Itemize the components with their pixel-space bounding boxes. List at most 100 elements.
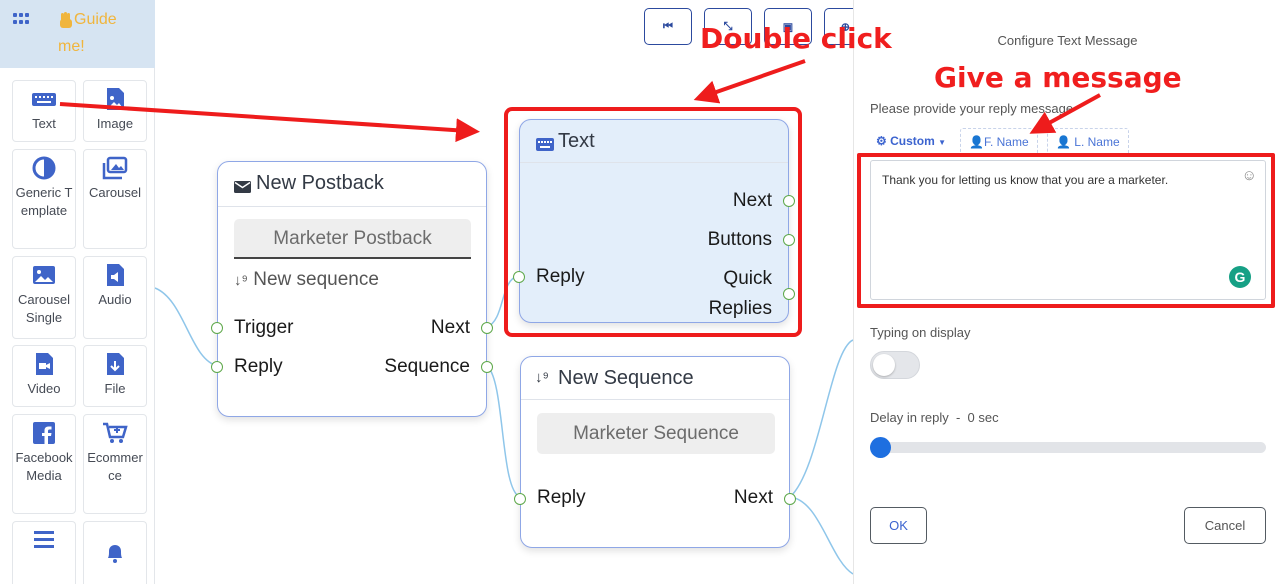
double-click-annotation: Double click [700, 22, 892, 55]
reply-port-label: Reply [537, 487, 586, 508]
toolbar-button-save[interactable]: ▣ [764, 8, 812, 45]
reply-message-text: Thank you for letting us know that you a… [882, 173, 1169, 187]
ok-button[interactable]: OK [870, 507, 927, 544]
panel-title: Configure Text Message [997, 33, 1138, 48]
give-message-annotation: Give a message [934, 61, 1182, 94]
guide-me-link-line2[interactable]: me! [58, 38, 85, 55]
palette-tile-audio[interactable]: Audio [83, 256, 147, 339]
palette-tile-carousel-single[interactable]: Carousel Single [12, 256, 76, 339]
first-name-tag-button[interactable]: 👤F. Name [960, 128, 1038, 156]
buttons-port-label: Buttons [707, 229, 772, 250]
trigger-port-label: Trigger [234, 317, 294, 338]
new-sequence-text: New sequence [253, 269, 379, 290]
guide-me-link[interactable]: Guide [74, 11, 117, 28]
element-palette: Guide me! Text Image Generic Template Ca… [0, 0, 155, 584]
next-output-port[interactable] [783, 195, 795, 207]
postback-name-field[interactable]: Marketer Postback [234, 219, 471, 259]
keyboard-icon [536, 138, 554, 151]
text-node-highlight [504, 107, 802, 337]
postback-node-title: New Postback [256, 172, 384, 194]
image-icon [107, 88, 124, 110]
sequence-name-field[interactable]: Marketer Sequence [537, 413, 775, 454]
toolbar-button-shrink[interactable]: ⤡ [704, 8, 752, 45]
gallery-icon [102, 156, 128, 180]
reply-input-port[interactable] [514, 493, 526, 505]
quick-replies-label-line2: Replies [708, 298, 772, 319]
palette-tile-label: Image [96, 116, 134, 131]
trigger-input-port[interactable] [211, 322, 223, 334]
quick-replies-label-line1: Quick [723, 268, 772, 289]
download-file-icon [107, 353, 124, 375]
sort-icon: ↓⁹ [234, 272, 248, 289]
delay-slider-thumb[interactable] [870, 437, 891, 458]
typing-on-display-label: Typing on display [870, 325, 971, 340]
palette-tile-text[interactable]: Text [12, 80, 76, 142]
palette-tile-notification[interactable] [83, 521, 147, 584]
palette-header: Guide me! [0, 0, 155, 68]
video-file-icon [36, 353, 53, 375]
text-node-title: Text [558, 130, 595, 152]
text-node[interactable]: Text Next Buttons Reply Quick Replies [513, 119, 795, 323]
user-icon: 👤 [1056, 135, 1071, 149]
palette-tile-file[interactable]: File [83, 345, 147, 407]
palette-tile-facebook-media[interactable]: Facebook Media [12, 414, 76, 514]
palette-tile-label: Ecommerce [87, 450, 143, 483]
toolbar-button-zoom[interactable]: ⊕ [824, 8, 854, 45]
reply-message-textarea[interactable]: Thank you for letting us know that you a… [870, 160, 1266, 300]
audio-file-icon [107, 264, 124, 286]
sequence-node[interactable]: ↓⁹ New Sequence Marketer Sequence Reply … [514, 356, 796, 548]
cancel-button[interactable]: Cancel [1184, 507, 1266, 544]
custom-tab-label: Custom [890, 134, 935, 148]
emoji-icon[interactable]: ☺ [1241, 167, 1257, 184]
sequence-port-label: Sequence [384, 356, 470, 377]
palette-tile-generic-template[interactable]: Generic Template [12, 149, 76, 249]
shrink-icon: ⤡ [723, 20, 733, 32]
apps-grid-icon[interactable] [13, 13, 31, 25]
bell-icon [108, 545, 122, 563]
quick-replies-output-port[interactable] [783, 288, 795, 300]
palette-tile-label: Generic Template [15, 185, 73, 218]
skip-back-icon: ⏮ [663, 20, 673, 32]
reply-input-port[interactable] [513, 271, 525, 283]
toggle-knob [873, 354, 895, 376]
palette-tile-carousel[interactable]: Carousel [83, 149, 147, 249]
palette-tile-video[interactable]: Video [12, 345, 76, 407]
next-output-port[interactable] [481, 322, 493, 334]
buttons-output-port[interactable] [783, 234, 795, 246]
toolbar-button-back[interactable]: ⏮ [644, 8, 692, 45]
lines-icon [34, 531, 54, 548]
user-icon: 👤 [969, 135, 984, 149]
zoom-icon: ⊕ [840, 21, 850, 33]
postback-node[interactable]: New Postback Marketer Postback ↓⁹ New se… [211, 161, 493, 417]
facebook-icon [33, 422, 55, 444]
delay-slider-track[interactable] [870, 442, 1266, 453]
envelope-icon [234, 181, 251, 193]
palette-tile-list[interactable] [12, 521, 76, 584]
palette-tile-label: Video [27, 381, 61, 396]
reply-port-label: Reply [536, 266, 585, 287]
palette-tile-ecommerce[interactable]: Ecommerce [83, 414, 147, 514]
message-highlight [857, 153, 1275, 308]
keyboard-icon [32, 93, 56, 106]
sequence-node-title: New Sequence [558, 367, 694, 389]
palette-tile-image[interactable]: Image [83, 80, 147, 142]
reply-input-port[interactable] [211, 361, 223, 373]
last-name-tag-button[interactable]: 👤 L. Name [1047, 128, 1129, 156]
grammarly-icon[interactable]: G [1229, 266, 1251, 288]
configure-text-panel: Configure Text Message Please provide yo… [853, 0, 1280, 584]
typing-on-display-toggle[interactable] [870, 351, 920, 379]
hand-icon [60, 12, 72, 28]
picture-icon [33, 266, 55, 284]
next-output-port[interactable] [784, 493, 796, 505]
save-icon: ▣ [782, 21, 794, 33]
palette-tile-label: Carousel [88, 185, 142, 200]
caret-down-icon: ▼ [938, 138, 947, 147]
half-circle-icon [32, 156, 56, 180]
palette-tile-label: Carousel Single [17, 292, 71, 325]
node-divider [520, 162, 788, 163]
custom-variables-dropdown[interactable]: ⚙ Custom ▼ [872, 128, 954, 156]
sequence-output-port[interactable] [481, 361, 493, 373]
reply-port-label: Reply [234, 356, 283, 377]
palette-tile-label: Facebook Media [15, 450, 73, 483]
